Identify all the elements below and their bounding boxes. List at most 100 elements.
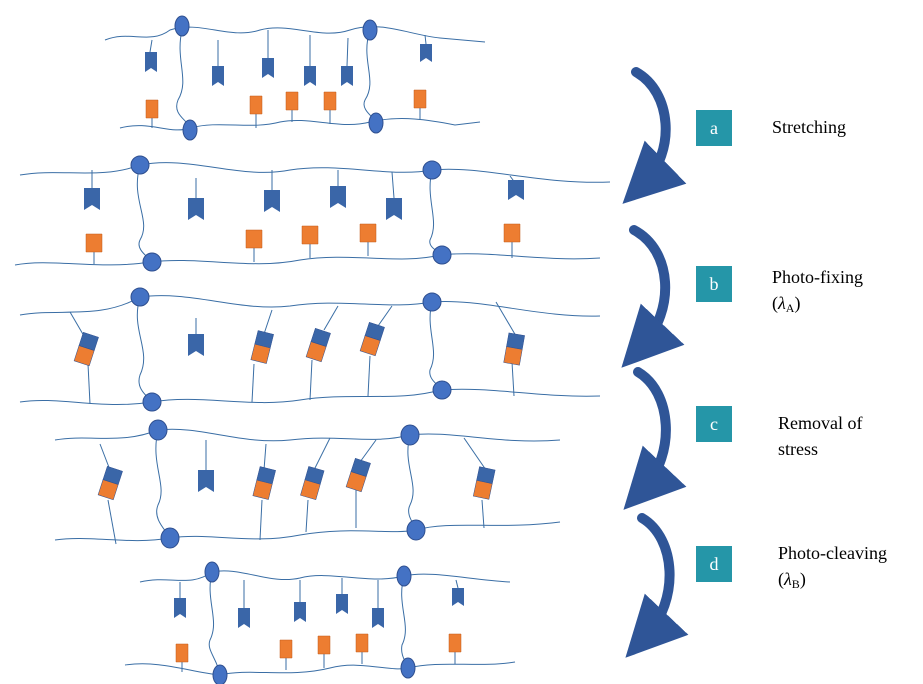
crosslink-chain	[407, 434, 417, 531]
polymer-chain	[19, 388, 601, 406]
stage-4-crosslinks	[148, 419, 426, 549]
arrow-d	[625, 513, 689, 658]
stage-4-dimers	[97, 457, 496, 501]
blue-photo-group	[294, 602, 306, 622]
stage-2-crosslinks	[130, 155, 452, 272]
crosslink-chain	[429, 169, 443, 256]
orange-photo-group	[413, 89, 427, 109]
step-a-label: Stretching	[772, 114, 846, 140]
stage-2-orange-groups	[85, 223, 521, 253]
orange-photo-group	[323, 91, 337, 111]
polymer-chain	[14, 253, 601, 266]
blue-photo-group	[386, 198, 402, 220]
blue-photo-group	[188, 334, 204, 356]
blue-photo-group	[238, 608, 250, 628]
polymer-chain	[104, 26, 486, 43]
dimer	[345, 457, 371, 493]
step-c-text-2: stress	[778, 439, 818, 459]
arrow-b	[621, 225, 685, 368]
polymer-chain	[119, 118, 481, 131]
crosslink-node	[400, 424, 420, 446]
polymer-chain	[19, 162, 611, 183]
stage-1-crosslinks	[174, 15, 384, 141]
orange-photo-group	[355, 633, 369, 653]
stage-3-dimers	[73, 321, 525, 367]
crosslink-node	[432, 380, 452, 400]
crosslink-chain	[136, 164, 153, 263]
orange-photo-group	[245, 229, 263, 249]
stage-5-crosslinks	[204, 561, 416, 684]
blue-photo-group	[336, 594, 348, 614]
crosslink-chain	[208, 571, 221, 676]
stage-1-network	[104, 26, 486, 131]
step-b-label: Photo-fixing (λA)	[772, 264, 863, 321]
step-c-text-1: Removal of	[778, 413, 863, 433]
step-b-wavelength: (λA)	[772, 293, 801, 315]
crosslink-chain	[176, 29, 191, 129]
blue-photo-group	[330, 186, 346, 208]
process-arrows	[621, 67, 689, 658]
crosslink-node	[148, 419, 168, 441]
dimer	[472, 466, 496, 500]
crosslink-node	[362, 19, 378, 41]
blue-photo-group	[452, 588, 464, 606]
dimer	[73, 331, 99, 367]
blue-photo-group	[262, 58, 274, 78]
dimer	[300, 466, 325, 500]
orange-photo-group	[285, 91, 299, 111]
blue-photo-group	[304, 66, 316, 86]
stage-3-crosslinks	[130, 287, 452, 412]
dimer	[359, 321, 385, 357]
blue-photo-group	[145, 52, 157, 72]
dimer	[250, 330, 274, 364]
orange-photo-group	[279, 639, 293, 659]
polymer-chain	[19, 295, 601, 317]
polymer-chain	[54, 428, 561, 442]
crosslink-node	[400, 657, 416, 679]
stage-5-orange-groups	[175, 633, 462, 663]
step-d-text: Photo-cleaving	[778, 543, 887, 563]
crosslink-node	[422, 292, 442, 312]
crosslink-node	[160, 527, 180, 549]
crosslink-node	[406, 519, 426, 541]
crosslink-node	[422, 160, 442, 180]
crosslink-chain	[363, 29, 377, 123]
crosslink-node	[130, 155, 150, 175]
orange-photo-group	[85, 233, 103, 253]
blue-photo-group	[212, 66, 224, 86]
arrow-c	[623, 367, 687, 510]
crosslink-node	[174, 15, 190, 37]
dimer	[252, 466, 276, 500]
step-b-text: Photo-fixing	[772, 267, 864, 287]
stage-5-network	[124, 570, 516, 676]
step-c-badge: c	[696, 406, 732, 442]
step-b-badge: b	[696, 266, 732, 302]
stage-1-orange-groups	[145, 89, 427, 119]
blue-photo-group	[420, 44, 432, 62]
crosslink-chain	[136, 296, 153, 403]
blue-photo-group	[372, 608, 384, 628]
step-d-wavelength: (λB)	[778, 569, 806, 591]
blue-photo-group	[264, 190, 280, 212]
orange-photo-group	[301, 225, 319, 245]
crosslink-chain	[429, 301, 443, 391]
blue-photo-group	[198, 470, 214, 492]
orange-photo-group	[249, 95, 263, 115]
crosslink-chain	[155, 429, 171, 539]
crosslink-node	[142, 252, 162, 272]
step-a-badge: a	[696, 110, 732, 146]
dimer	[97, 465, 123, 501]
stage-5-blue-groups	[174, 588, 464, 628]
crosslink-node	[204, 561, 220, 583]
step-c-label: Removal of stress	[778, 410, 862, 462]
crosslink-node	[142, 392, 162, 412]
crosslink-node	[396, 565, 412, 587]
orange-photo-group	[175, 643, 189, 663]
dimer	[305, 327, 331, 363]
orange-photo-group	[317, 635, 331, 655]
crosslink-node	[212, 664, 228, 684]
orange-photo-group	[503, 223, 521, 243]
crosslink-node	[130, 287, 150, 307]
polymer-chain	[139, 570, 511, 583]
